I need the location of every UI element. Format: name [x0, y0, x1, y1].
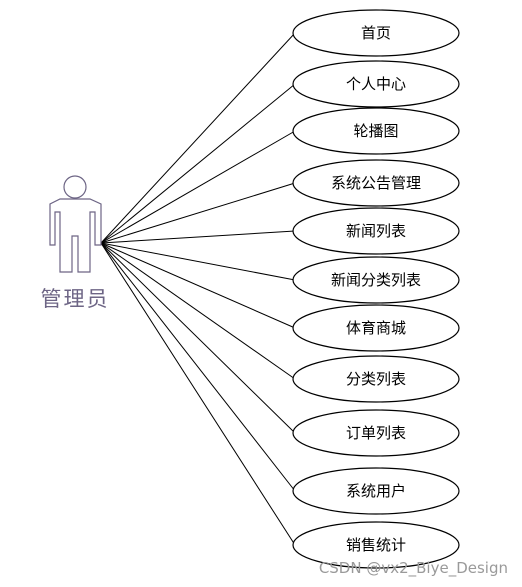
- use-case-label: 新闻列表: [346, 222, 406, 240]
- use-case-carousel: 轮播图: [292, 107, 460, 155]
- use-case-ellipse: [292, 521, 460, 569]
- use-case-list: 首页个人中心轮播图系统公告管理新闻列表新闻分类列表体育商城分类列表订单列表系统用…: [292, 9, 460, 569]
- use-case-ellipse: [292, 60, 460, 108]
- use-case-ellipse: [292, 107, 460, 155]
- actor-admin: 管理员: [41, 175, 110, 311]
- use-case-ellipse: [292, 207, 460, 255]
- association-line-home: [100, 32, 296, 244]
- use-case-news-list: 新闻列表: [292, 207, 460, 255]
- use-case-label: 新闻分类列表: [331, 271, 421, 289]
- use-case-category-list: 分类列表: [292, 355, 460, 403]
- association-line-order-list: [100, 242, 296, 434]
- use-case-label: 分类列表: [346, 370, 406, 388]
- association-line-news-category-list: [100, 242, 296, 281]
- use-case-label: 首页: [361, 24, 391, 42]
- use-case-ellipse: [292, 9, 460, 57]
- use-case-label: 个人中心: [346, 75, 406, 93]
- stick-figure-actor-icon: [49, 175, 102, 273]
- use-case-label: 系统公告管理: [331, 174, 421, 192]
- association-line-news-list: [100, 230, 296, 244]
- association-line-announcement-management: [100, 182, 296, 244]
- association-line-sports-mall: [100, 242, 296, 329]
- use-case-ellipse: [292, 409, 460, 457]
- association-line-sales-statistics: [100, 242, 296, 546]
- use-case-sales-statistics: 销售统计: [292, 521, 460, 569]
- use-case-home: 首页: [292, 9, 460, 57]
- association-line-personal-center: [100, 83, 296, 244]
- association-line-category-list: [100, 242, 296, 380]
- association-line-system-users: [100, 242, 296, 492]
- association-lines: [100, 32, 296, 546]
- use-case-label: 订单列表: [346, 424, 406, 442]
- watermark: CSDN @vx2_Biye_Design: [319, 559, 508, 578]
- use-case-ellipse: [292, 304, 460, 352]
- use-case-label: 轮播图: [353, 122, 398, 140]
- use-case-ellipse: [292, 159, 460, 207]
- use-case-sports-mall: 体育商城: [292, 304, 460, 352]
- use-case-order-list: 订单列表: [292, 409, 460, 457]
- use-case-label: 体育商城: [346, 319, 406, 337]
- actor-label: 管理员: [41, 287, 110, 311]
- use-case-news-category-list: 新闻分类列表: [292, 256, 460, 304]
- use-case-ellipse: [292, 467, 460, 515]
- use-case-ellipse: [292, 355, 460, 403]
- use-case-label: 系统用户: [346, 482, 406, 500]
- use-case-announcement-management: 系统公告管理: [292, 159, 460, 207]
- use-case-label: 销售统计: [346, 536, 406, 554]
- association-line-carousel: [100, 130, 296, 244]
- use-case-ellipse: [292, 256, 460, 304]
- use-case-system-users: 系统用户: [292, 467, 460, 515]
- use-case-personal-center: 个人中心: [292, 60, 460, 108]
